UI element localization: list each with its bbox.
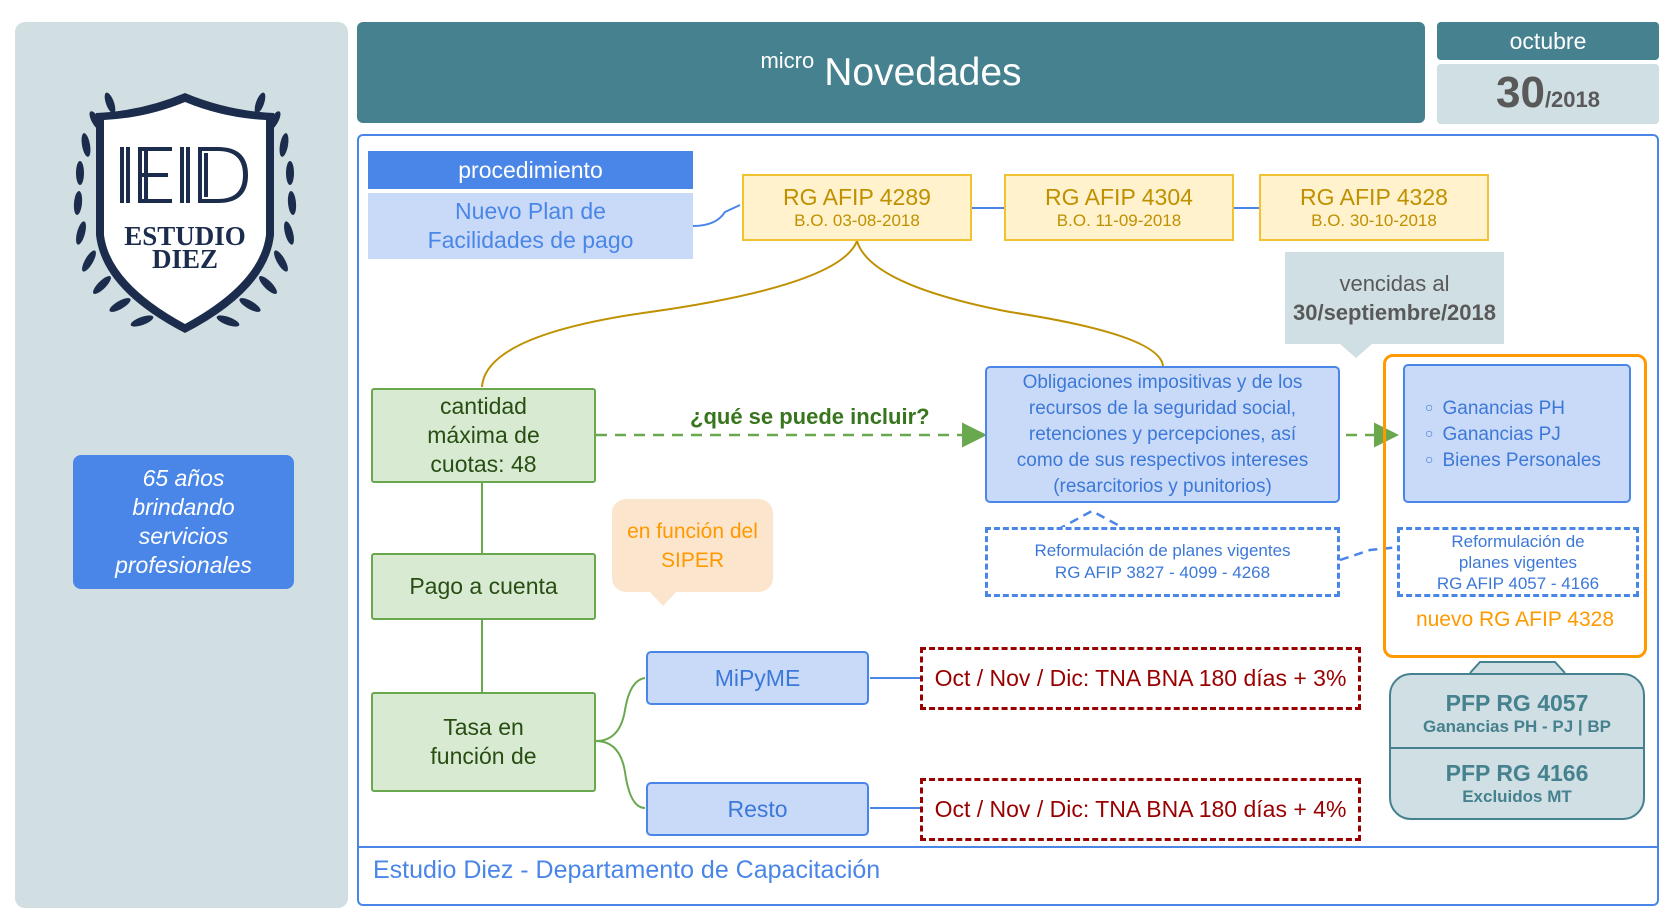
main-frame [357,134,1659,906]
footer-text: Estudio Diez - Departamento de Capacitac… [373,856,881,884]
badge-line: brindando [132,494,235,520]
tasa-mipyme-box: Oct / Nov / Dic: TNA BNA 180 días + 3% [920,647,1361,710]
date-box: 30 /2018 [1437,64,1659,124]
cuotas-line: máxima de [427,422,540,448]
mipyme-box: MiPyME [646,651,869,705]
obligaciones-line: retenciones y percepciones, así [1028,423,1297,445]
resto-box: Resto [646,782,869,836]
pfp-divider [1391,747,1643,749]
rg-date: B.O. 03-08-2018 [794,210,920,230]
rg-title: RG AFIP 4304 [1045,183,1193,210]
logo-text-line1: ESTUDIO [124,221,246,251]
header-micro: micro [760,47,815,73]
pfp-title: PFP RG 4166 [1445,760,1589,786]
nuevo-rg-label: nuevo RG AFIP 4328 [1415,608,1615,631]
rg-title: RG AFIP 4328 [1300,183,1448,210]
logo-text-line2: DIEZ [152,244,218,274]
rg-date: B.O. 11-09-2018 [1056,210,1182,230]
ganancias-box: Ganancias PH Ganancias PJ Bienes Persona… [1403,364,1631,503]
reformulacion-line: RG AFIP 4057 - 4166 [1436,573,1600,593]
reformulacion-line: Reformulación de planes vigentes [1034,541,1291,560]
badge-line: servicios [138,523,229,549]
date-day: 30 [1495,68,1545,117]
tasa-box: Tasa en función de [371,692,596,792]
rg-title: RG AFIP 4289 [783,183,931,210]
pfp-4057: PFP RG 4057 Ganancias PH - PJ | BP [1391,683,1643,743]
list-item: Ganancias PJ [1425,422,1629,448]
siper-line: en función del [627,519,758,543]
obligaciones-line: (resarcitorios y punitorios) [1053,475,1272,497]
reformulacion-box-1: Reformulación de planes vigentes RG AFIP… [985,527,1340,597]
obligaciones-line: como de sus respectivos intereses [1016,449,1309,471]
obligaciones-line: Obligaciones impositivas y de los [1022,371,1303,393]
pfp-title: PFP RG 4057 [1445,690,1589,716]
vencidas-line1: vencidas al [1339,271,1450,296]
page-title: Novedades [824,50,1022,94]
pfp-sub: Ganancias PH - PJ | BP [1422,717,1612,736]
procedimiento-name: Nuevo Plan de Facilidades de pago [368,193,693,259]
cuotas-line: cuotas: 48 [430,451,537,477]
obligaciones-line: recursos de la seguridad social, [1028,397,1297,419]
vencidas-callout: vencidas al 30/septiembre/2018 [1285,252,1504,344]
procedimiento-name-line: Nuevo Plan de [455,198,606,224]
rg4328-group [1383,354,1647,658]
reformulacion-line: planes vigentes [1458,552,1578,572]
monogram-icon [120,147,248,203]
years-badge: 65 años brindando servicios profesionale… [73,455,294,589]
estudio-diez-logo: ESTUDIO DIEZ [73,92,297,333]
cuotas-box: cantidad máxima de cuotas: 48 [371,388,596,483]
tasa-resto-box: Oct / Nov / Dic: TNA BNA 180 días + 4% [920,778,1361,841]
rg-box: RG AFIP 4289 B.O. 03-08-2018 [742,174,972,241]
obligaciones-box: Obligaciones impositivas y de los recurs… [985,366,1340,503]
list-item: Bienes Personales [1425,448,1629,474]
pfp-box: PFP RG 4057 Ganancias PH - PJ | BP PFP R… [1389,673,1645,820]
pago-cuenta-box: Pago a cuenta [371,553,596,620]
laurel-left-icon [73,92,154,327]
badge-line: 65 años [142,465,225,491]
reformulacion-line: Reformulación de [1451,531,1585,551]
header-banner: micro Novedades [357,22,1425,123]
badge-line: profesionales [115,552,252,578]
laurel-right-icon [216,92,297,327]
date-month: octubre [1437,22,1659,60]
list-item: Ganancias PH [1425,396,1629,422]
cuotas-line: cantidad [440,393,527,419]
question-label: ¿qué se puede incluir? [690,404,930,429]
tasa-line: Tasa en [443,714,524,740]
siper-line: SIPER [660,548,725,572]
rg-box: RG AFIP 4328 B.O. 30-10-2018 [1259,174,1489,241]
reformulacion-line: RG AFIP 3827 - 4099 - 4268 [1054,563,1271,582]
vencidas-date: 30/septiembre/2018 [1292,300,1497,325]
footer-divider [359,846,1657,848]
reformulacion-box-2: Reformulación de planes vigentes RG AFIP… [1397,527,1639,597]
tasa-line: función de [430,743,537,769]
siper-callout: en función del SIPER [612,499,773,592]
ganancias-list: Ganancias PH Ganancias PJ Bienes Persona… [1405,366,1629,474]
procedimiento-name-line: Facilidades de pago [427,227,634,253]
date-year: /2018 [1544,87,1600,112]
rg-date: B.O. 30-10-2018 [1311,210,1437,230]
pfp-sub: Excluidos MT [1462,787,1572,806]
rg-box: RG AFIP 4304 B.O. 11-09-2018 [1004,174,1234,241]
pfp-4166: PFP RG 4166 Excluidos MT [1391,753,1643,813]
procedimiento-header: procedimiento [368,151,693,189]
